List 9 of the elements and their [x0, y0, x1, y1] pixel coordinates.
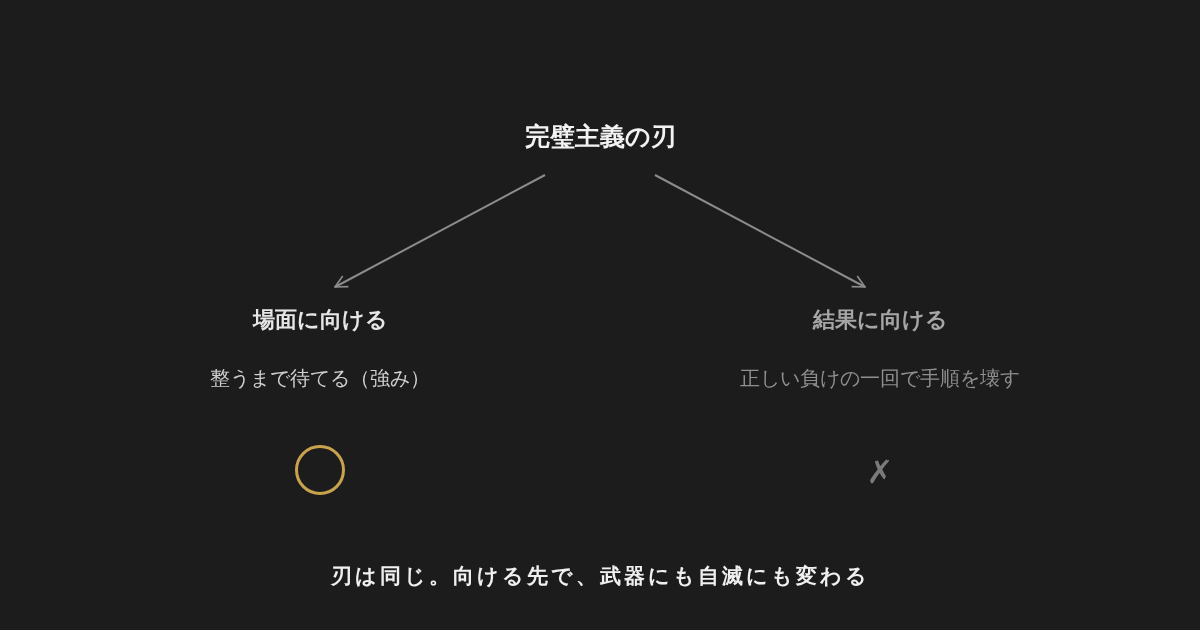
heading-text: 完璧主義の刃 [500, 98, 700, 175]
arrow [654, 174, 866, 288]
caption-text: 刃は同じ。向ける先で、武器にも自滅にも変わる [330, 563, 870, 588]
heading-text: 結果に向ける [812, 305, 948, 334]
cross-mark: ✗ [866, 456, 894, 488]
arrow [334, 174, 546, 288]
body-text: 整うまで待てる（強み） [210, 365, 430, 392]
heading-text: 場面に向ける [252, 305, 388, 334]
body-text: 正しい負けの一回で手順を壊す [740, 365, 1020, 392]
